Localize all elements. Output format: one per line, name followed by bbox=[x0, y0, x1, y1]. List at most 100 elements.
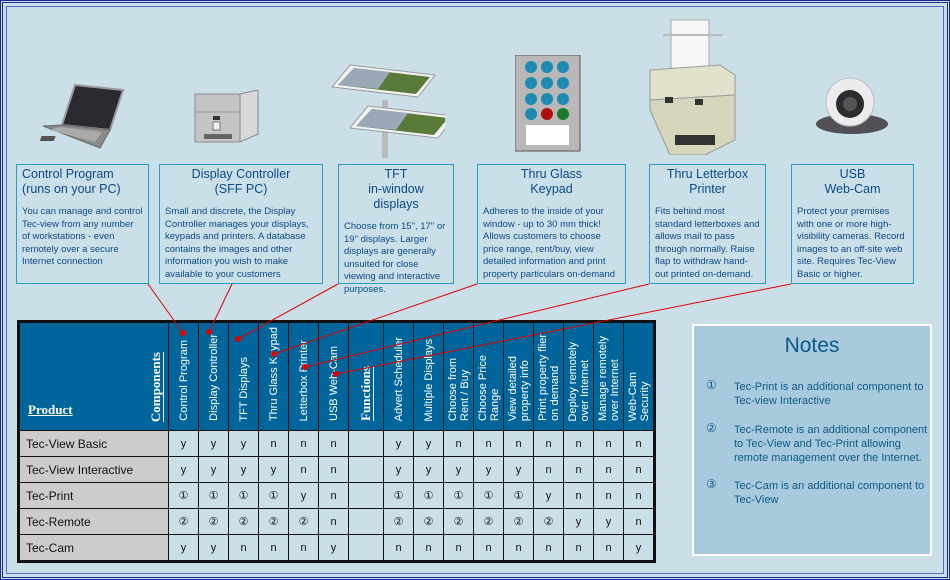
function-cell: n bbox=[533, 534, 564, 563]
note-text: Tec-Cam is an additional component to Te… bbox=[734, 480, 925, 506]
function-column-header: Print property flier on demand bbox=[533, 320, 564, 432]
product-header[interactable]: Product bbox=[28, 402, 73, 418]
card-display-controller: Display Controller(SFF PC) Small and dis… bbox=[159, 164, 323, 284]
function-cell: n bbox=[593, 482, 624, 510]
component-cell: ① bbox=[258, 482, 289, 510]
function-cell: ① bbox=[443, 482, 474, 510]
function-column-header: Advert Scheduler bbox=[383, 320, 414, 432]
function-cell: y bbox=[473, 456, 504, 484]
component-cell: n bbox=[318, 456, 349, 484]
component-cell: ② bbox=[288, 508, 319, 536]
component-column-header: Letterbox Printer bbox=[288, 320, 319, 432]
component-cell: y bbox=[318, 534, 349, 563]
function-column-header: View detailed property info bbox=[503, 320, 534, 432]
card-description: Fits behind most standard letterboxes an… bbox=[655, 206, 760, 280]
component-cell: ① bbox=[198, 482, 229, 510]
functions-spacer-cell bbox=[348, 482, 384, 510]
function-cell: n bbox=[473, 430, 504, 458]
component-column-header-label: Control Program bbox=[177, 340, 190, 422]
function-cell: n bbox=[563, 482, 594, 510]
component-cell: y bbox=[228, 430, 259, 458]
function-cell: ② bbox=[413, 508, 444, 536]
function-column-header: Web-Cam Security bbox=[623, 320, 655, 432]
component-cell: n bbox=[288, 534, 319, 563]
component-cell: ① bbox=[168, 482, 199, 510]
component-column-header: USB Web-Cam bbox=[318, 320, 349, 432]
function-cell: y bbox=[413, 456, 444, 484]
function-column-header: Choose from Rent / Buy bbox=[443, 320, 474, 432]
function-cell: ② bbox=[443, 508, 474, 536]
function-column-header-label: View detailed property info bbox=[506, 355, 531, 422]
functions-header-label: Functions bbox=[358, 366, 373, 422]
functions-spacer-cell bbox=[348, 508, 384, 536]
note-number: ③ bbox=[706, 477, 717, 491]
note-text: Tec-Remote is an additional component to… bbox=[734, 424, 928, 464]
note-number: ② bbox=[706, 421, 717, 435]
component-cell: y bbox=[168, 430, 199, 458]
notes-panel: Notes ① Tec-Print is an additional compo… bbox=[692, 324, 932, 556]
card-title: Control Program(runs on your PC) bbox=[22, 167, 121, 196]
functions-spacer-cell bbox=[348, 534, 384, 563]
component-cell: y bbox=[288, 482, 319, 510]
component-column-header-label: Display Controller bbox=[207, 334, 220, 422]
letterbox-printer-image bbox=[649, 19, 736, 155]
function-cell: ① bbox=[413, 482, 444, 510]
component-cell: y bbox=[258, 456, 289, 484]
keypad-image bbox=[515, 55, 581, 152]
component-cell: ② bbox=[228, 508, 259, 536]
product-name-cell: Tec-View Interactive bbox=[18, 456, 169, 484]
product-name-cell: Tec-Print bbox=[18, 482, 169, 510]
component-column-header: Control Program bbox=[168, 320, 199, 432]
function-cell: y bbox=[383, 456, 414, 484]
component-cell: n bbox=[288, 430, 319, 458]
function-cell: n bbox=[533, 430, 564, 458]
component-cell: ① bbox=[228, 482, 259, 510]
function-cell: n bbox=[443, 534, 474, 563]
card-description: Protect your premises with one or more h… bbox=[797, 206, 905, 280]
note-text: Tec-Print is an additional component to … bbox=[734, 381, 924, 407]
component-cell: n bbox=[318, 430, 349, 458]
function-column-header-label: Print property flier on demand bbox=[536, 334, 561, 422]
card-description: Choose from 15", 17" or 19" displays. La… bbox=[344, 221, 446, 295]
function-cell: ① bbox=[473, 482, 504, 510]
function-column-header: Choose Price Range bbox=[473, 320, 504, 432]
function-cell: y bbox=[443, 456, 474, 484]
function-cell: ② bbox=[383, 508, 414, 536]
component-cell: y bbox=[168, 534, 199, 563]
function-cell: n bbox=[593, 430, 624, 458]
function-cell: y bbox=[563, 508, 594, 536]
component-cell: ② bbox=[258, 508, 289, 536]
functions-spacer-cell bbox=[348, 430, 384, 458]
function-cell: n bbox=[533, 456, 564, 484]
function-column-header-label: Web-Cam Security bbox=[626, 371, 651, 422]
component-cell: y bbox=[198, 430, 229, 458]
function-cell: n bbox=[623, 482, 655, 510]
function-column-header-label: Multiple Displays bbox=[422, 338, 435, 422]
function-cell: y bbox=[593, 508, 624, 536]
card-description: You can manage and control Tec-view from… bbox=[22, 206, 143, 267]
component-cell: n bbox=[318, 482, 349, 510]
component-cell: y bbox=[198, 534, 229, 563]
component-column-header: Thru Glass Keypad bbox=[258, 320, 289, 432]
components-header[interactable]: Components bbox=[148, 352, 163, 423]
function-cell: ② bbox=[503, 508, 534, 536]
card-description: Adheres to the inside of your window - u… bbox=[483, 206, 616, 280]
component-cell: ② bbox=[198, 508, 229, 536]
function-cell: ① bbox=[383, 482, 414, 510]
function-cell: n bbox=[503, 534, 534, 563]
component-cell: n bbox=[288, 456, 319, 484]
function-column-header: Manage remotely over Internet bbox=[593, 320, 624, 432]
function-cell: n bbox=[413, 534, 444, 563]
function-cell: y bbox=[413, 430, 444, 458]
component-cell: n bbox=[258, 534, 289, 563]
